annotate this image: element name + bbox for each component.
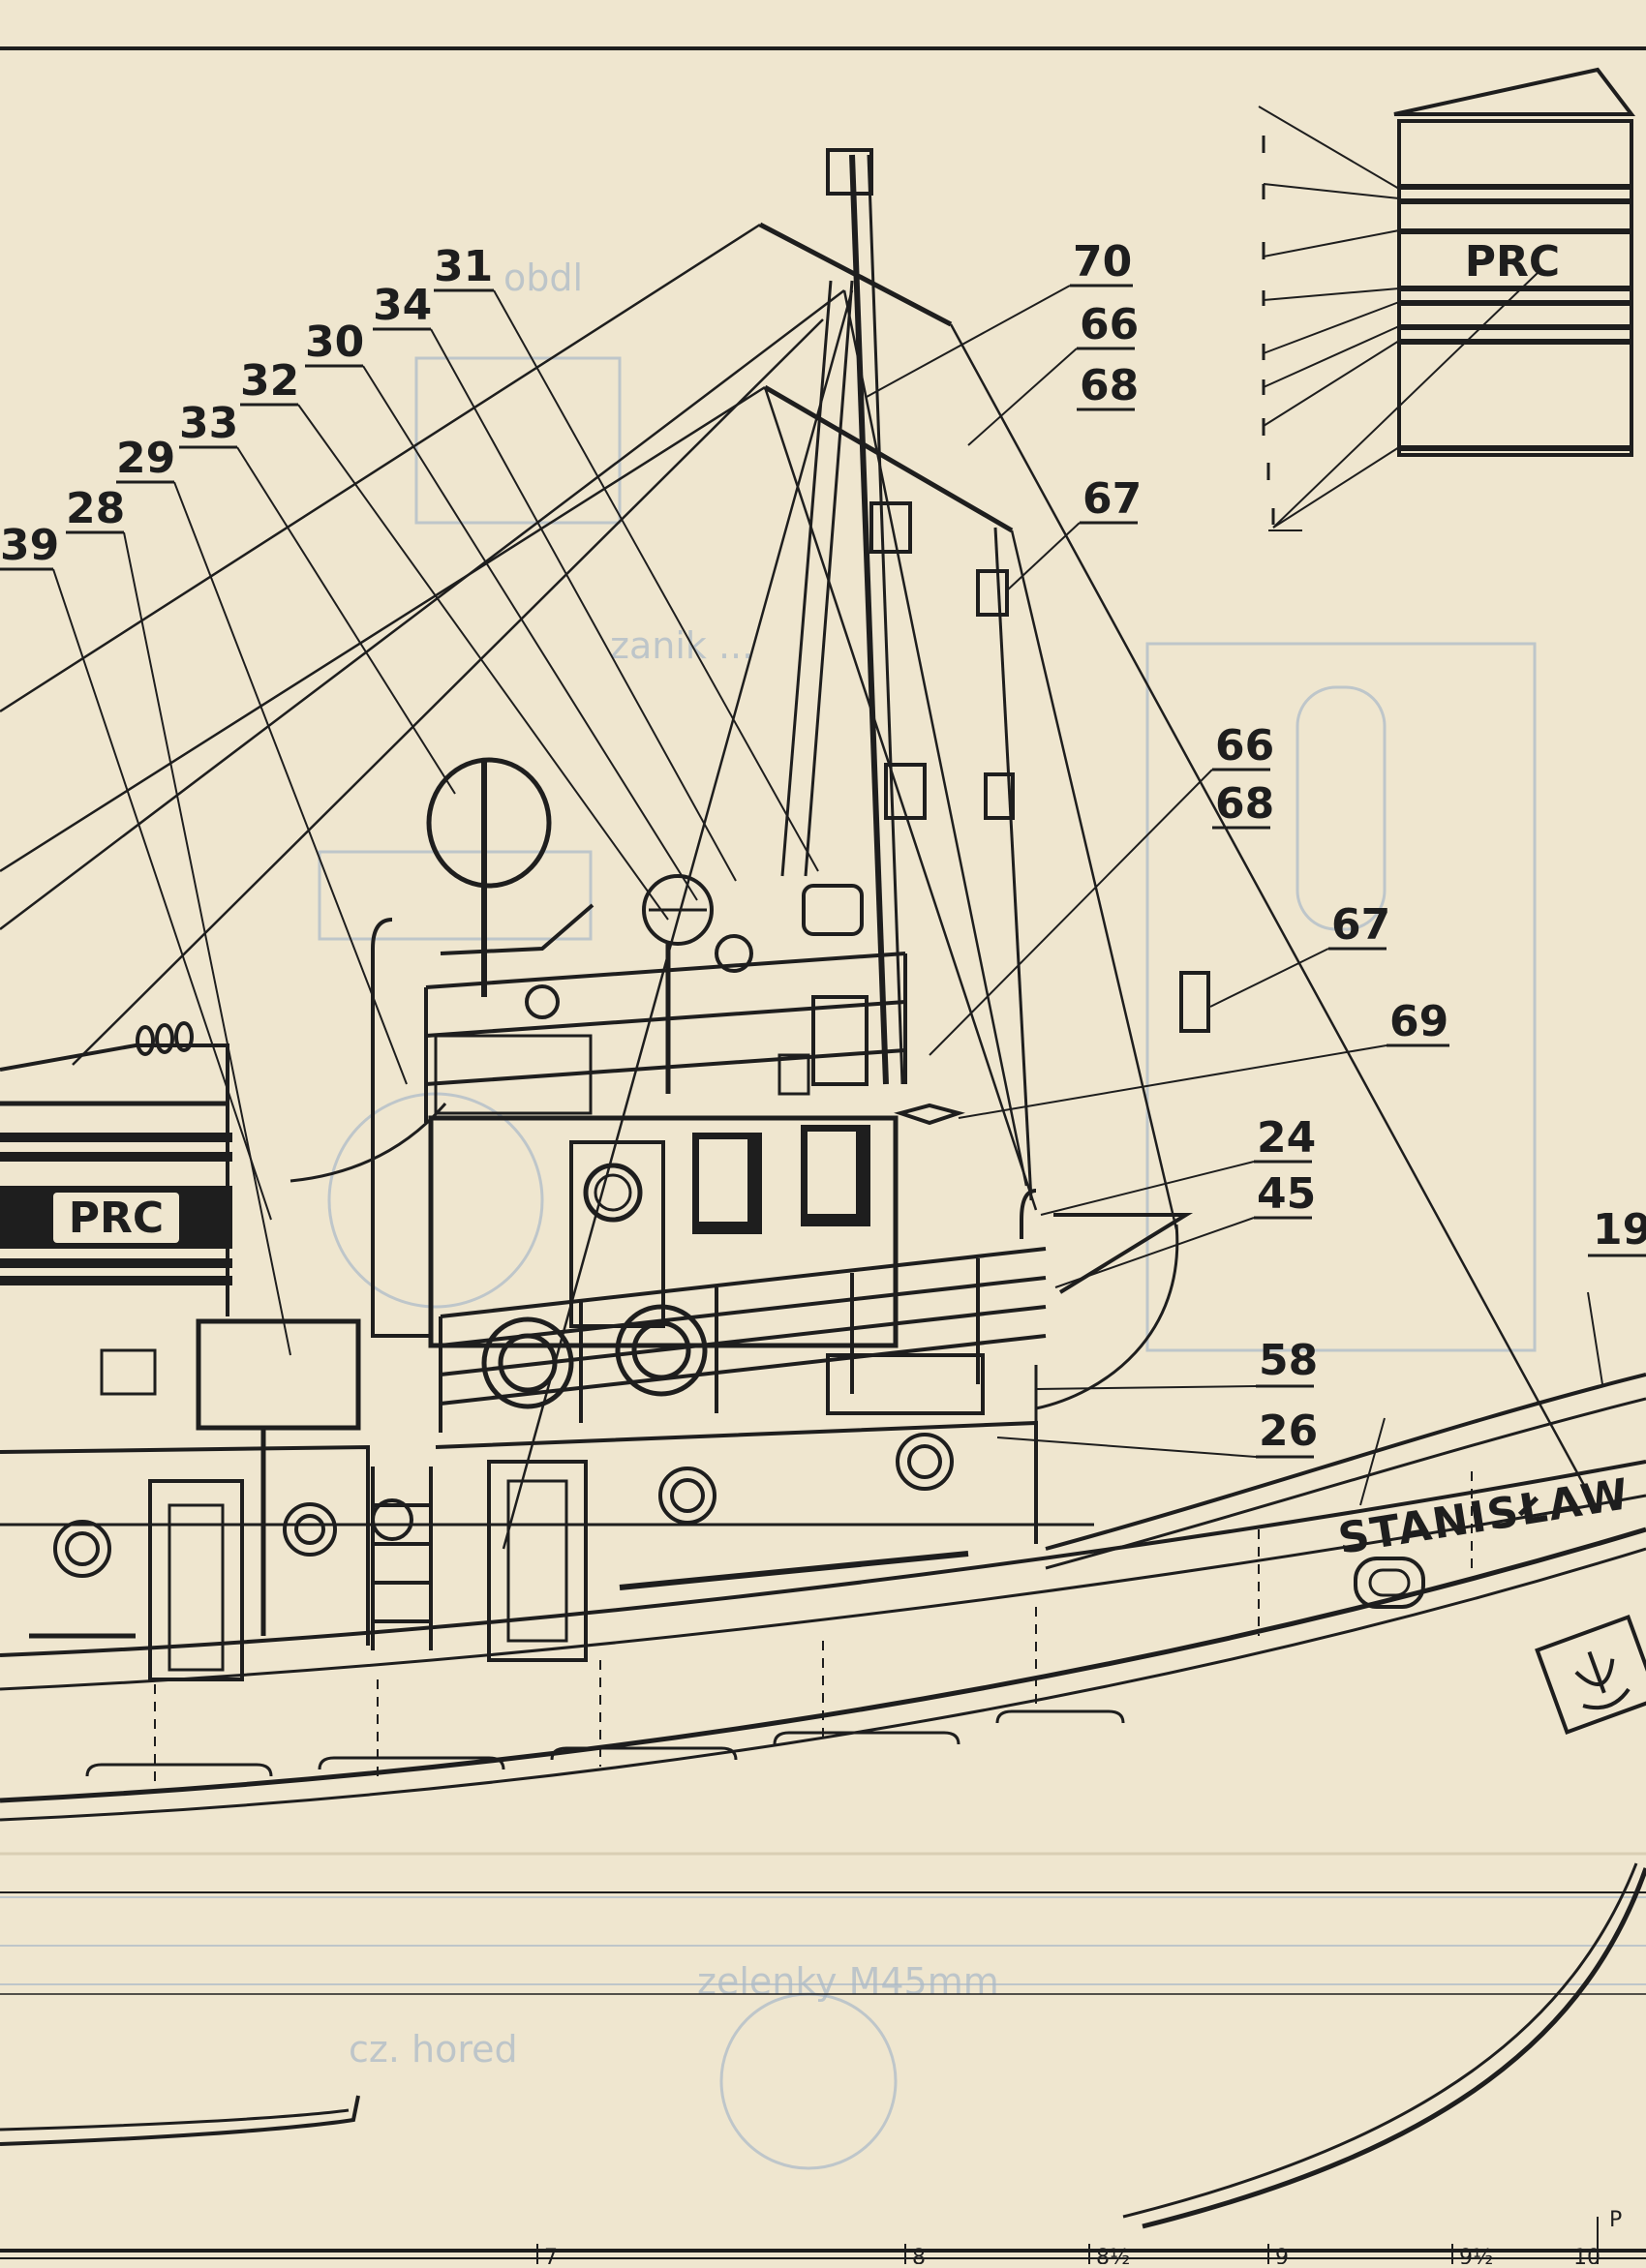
- callout-68-top: 68: [1080, 361, 1139, 410]
- callout-34: 34: [373, 281, 432, 330]
- station-8: 8: [912, 2246, 926, 2264]
- station-7: 7: [544, 2246, 558, 2264]
- perpendicular-mark: P: [1609, 2208, 1622, 2232]
- callout-66-mid: 66: [1215, 721, 1274, 771]
- rigging: [0, 223, 1600, 1550]
- funnel-detail: PRC: [1258, 67, 1636, 531]
- hull: STANISŁAW: [0, 1373, 1646, 2259]
- detail-mark: PRC: [1465, 237, 1560, 287]
- station-10: 10: [1573, 2246, 1600, 2264]
- svg-text:zanik ...: zanik ...: [610, 624, 753, 667]
- callout-45: 45: [1257, 1169, 1316, 1219]
- callout-58: 58: [1259, 1336, 1318, 1385]
- mast: [758, 148, 1210, 1544]
- callout-69: 69: [1389, 997, 1448, 1046]
- reverse-side-show-through: obdl zanik ... zelenky M45mm cz. hored: [0, 257, 1646, 2170]
- callout-39: 39: [0, 521, 59, 570]
- callout-67-mid: 67: [1331, 900, 1390, 950]
- svg-text:cz. hored: cz. hored: [349, 2028, 518, 2071]
- station-9: 9: [1275, 2246, 1289, 2264]
- callouts: 31 34 30 32 33 29 28 39 70 66: [0, 237, 1646, 1506]
- callout-67-top: 67: [1082, 474, 1142, 524]
- callout-19: 19: [1593, 1205, 1646, 1255]
- callout-28: 28: [66, 484, 125, 533]
- station-8-5: 8½: [1096, 2246, 1130, 2264]
- callout-24: 24: [1257, 1113, 1316, 1163]
- callout-26: 26: [1259, 1406, 1318, 1456]
- station-9-5: 9½: [1459, 2246, 1493, 2264]
- svg-text:zelenky M45mm: zelenky M45mm: [697, 1960, 999, 2003]
- funnel: PRC: [0, 1021, 361, 1636]
- callout-70: 70: [1073, 237, 1132, 287]
- callout-30: 30: [305, 318, 364, 367]
- svg-text:obdl: obdl: [503, 257, 583, 299]
- callout-33: 33: [179, 399, 238, 448]
- vessel-name: STANISŁAW: [1335, 1469, 1633, 1564]
- callout-29: 29: [116, 434, 175, 483]
- callout-66-top: 66: [1080, 300, 1139, 349]
- stations: 7 8 8½ 9 9½ 10 P: [536, 2208, 1622, 2268]
- callout-31: 31: [434, 242, 493, 291]
- callout-68-mid: 68: [1215, 779, 1274, 829]
- callout-32: 32: [240, 356, 299, 406]
- funnel-mark: PRC: [69, 1194, 164, 1243]
